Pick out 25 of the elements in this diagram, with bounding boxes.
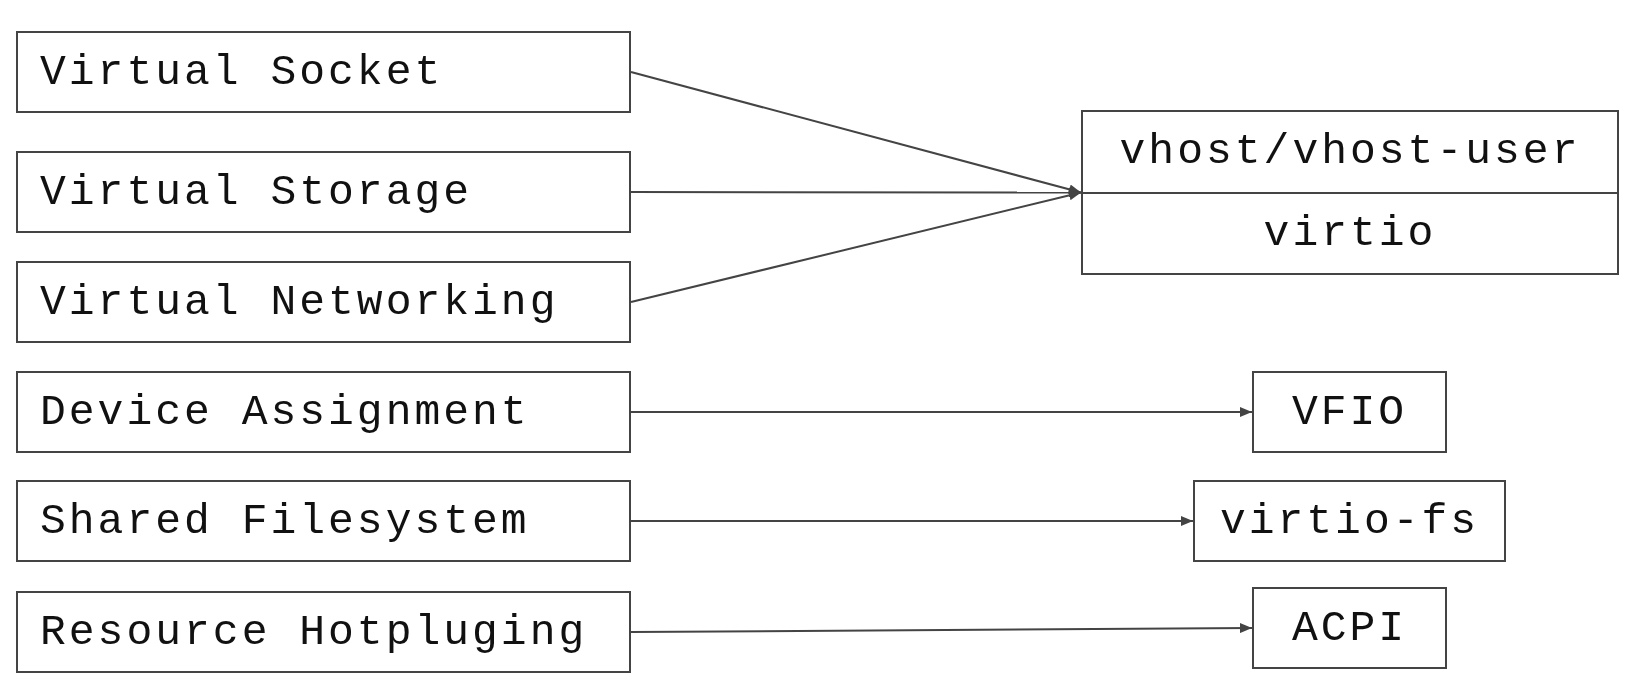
- box-label: Shared Filesystem: [40, 496, 530, 546]
- process-box: [16, 151, 631, 233]
- box-label: Virtual Networking: [40, 277, 559, 327]
- process-box: [16, 31, 631, 113]
- box-label: VFIO: [1291, 387, 1408, 437]
- box-label: virtio: [1263, 208, 1437, 258]
- box-label: Resource Hotpluging: [40, 607, 588, 657]
- process-box: [16, 371, 631, 453]
- process-box: [16, 261, 631, 343]
- arrow: [630, 190, 1082, 303]
- box-label: Device Assignment: [40, 387, 530, 437]
- arrow: [630, 516, 1194, 526]
- process-box: [1081, 110, 1619, 275]
- box-label: Virtual Storage: [40, 167, 473, 217]
- process-box: [1252, 587, 1447, 669]
- arrow: [630, 623, 1253, 634]
- process-box: [1252, 371, 1447, 453]
- process-box: [16, 591, 631, 673]
- box-label: virtio-fs: [1219, 496, 1480, 546]
- arrow: [630, 407, 1253, 417]
- box-label: Virtual Socket: [40, 47, 444, 97]
- box-label: vhost/vhost-user: [1119, 127, 1581, 177]
- box-label: ACPI: [1291, 603, 1408, 653]
- process-box: [16, 480, 631, 562]
- process-box: [1193, 480, 1506, 562]
